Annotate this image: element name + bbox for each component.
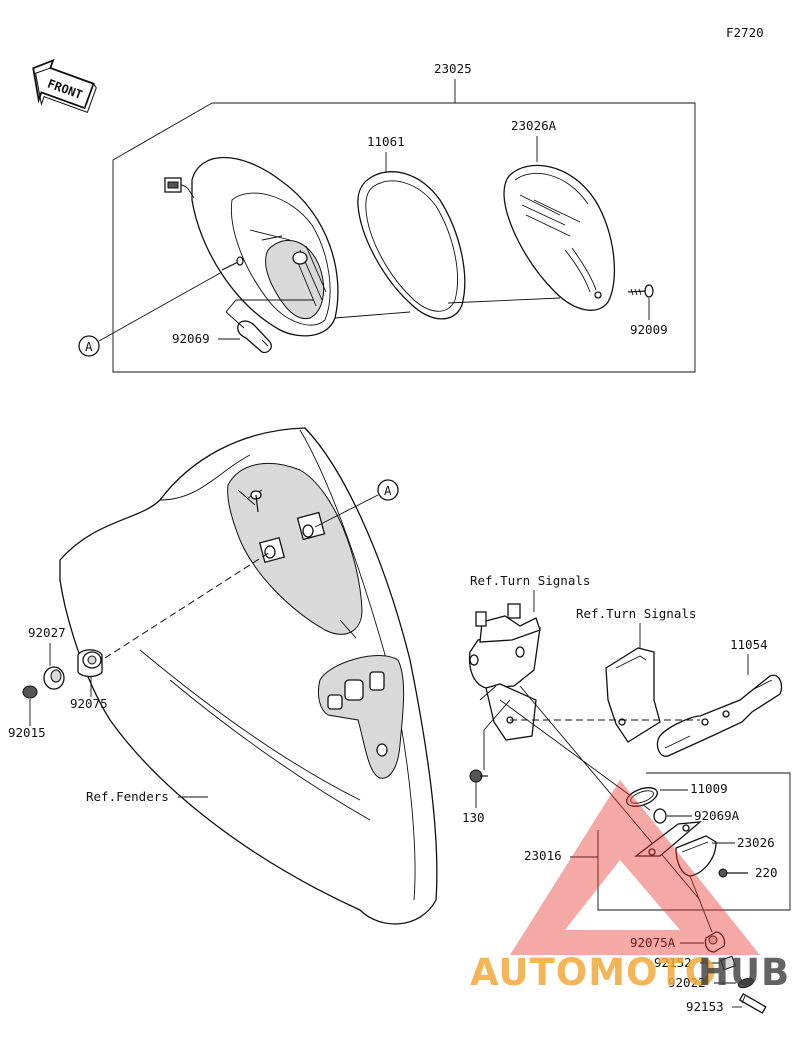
- callout-92152: 92152: [654, 955, 692, 970]
- callout-92075: 92075: [70, 696, 108, 711]
- screw-220: 220: [718, 865, 778, 880]
- callout-11061: 11061: [367, 134, 405, 149]
- callout-92069a: 92069A: [694, 808, 740, 823]
- grommet-set-left: 92027 92075 92015: [8, 551, 271, 740]
- watermark-logo: AUTOMOTO HUB: [470, 780, 790, 994]
- callout-23026: 23026: [737, 835, 775, 850]
- turn-signal-bracket-1: Ref.Turn Signals: [468, 573, 590, 741]
- callout-92027: 92027: [28, 625, 66, 640]
- taillight-assembly-box: 23025: [112, 61, 696, 373]
- ref-a-lower: A: [314, 479, 399, 528]
- callout-11054: 11054: [730, 637, 768, 652]
- bolt-130: 130: [462, 699, 511, 825]
- bulb-92069: 92069: [172, 299, 314, 354]
- svg-text:A: A: [384, 483, 392, 498]
- bolt-92153: 92153: [686, 993, 767, 1014]
- ref-fenders: Ref.Fenders: [86, 789, 208, 804]
- grommet-92075a: 92075A: [630, 931, 726, 953]
- callout-92069: 92069: [172, 331, 210, 346]
- license-lamp-23026: 23026: [675, 835, 775, 877]
- license-lamp-box: 23016: [524, 772, 791, 911]
- watermark-hub: HUB: [698, 951, 790, 994]
- ref-turn-signals-2: Ref.Turn Signals: [576, 606, 696, 621]
- callout-220: 220: [755, 865, 778, 880]
- front-arrow-icon: FRONT: [32, 58, 97, 113]
- rear-fender: [59, 427, 438, 925]
- figure-code: F2720: [726, 25, 764, 40]
- svg-text:A: A: [85, 339, 93, 354]
- callout-130: 130: [462, 810, 485, 825]
- callout-92153: 92153: [686, 999, 724, 1014]
- lamp-base-plate: [634, 821, 702, 857]
- callout-23016: 23016: [524, 848, 562, 863]
- lens-23026a: 23026A: [503, 118, 616, 311]
- screw-92009: 92009: [627, 284, 668, 337]
- callout-92022: 92022: [668, 975, 706, 990]
- turn-signal-bracket-2: Ref.Turn Signals: [576, 606, 696, 743]
- callout-23026a: 23026A: [511, 118, 557, 133]
- gasket-11009: 11009: [626, 781, 728, 807]
- callout-92075a: 92075A: [630, 935, 676, 950]
- gasket-11061: 11061: [334, 134, 561, 320]
- callout-11009: 11009: [690, 781, 728, 796]
- callout-92009: 92009: [630, 322, 668, 337]
- bulb-92069a: 92069A: [653, 808, 740, 824]
- washer-92022: 92022: [668, 975, 755, 990]
- ref-a-upper: A: [78, 271, 223, 357]
- watermark-auto: AUTOMOTO: [470, 951, 717, 994]
- callout-92015: 92015: [8, 725, 46, 740]
- spacer-92152: 92152: [654, 955, 736, 971]
- taillight-housing: [164, 156, 339, 337]
- svg-text:Ref.Fenders: Ref.Fenders: [86, 789, 169, 804]
- callout-23025: 23025: [434, 61, 472, 76]
- ref-turn-signals-1: Ref.Turn Signals: [470, 573, 590, 588]
- plate-11054: 11054: [656, 637, 783, 757]
